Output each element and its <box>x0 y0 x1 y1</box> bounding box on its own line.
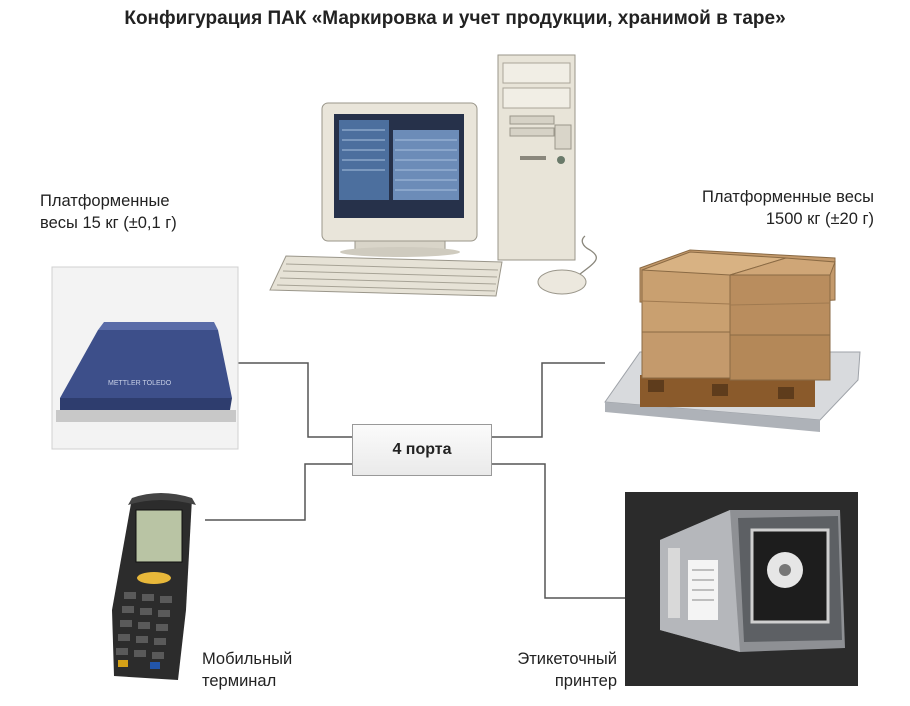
small-scale-image: METTLER TOLEDO <box>51 266 239 450</box>
label-printer-image <box>625 492 858 686</box>
mobile-terminal-label: Мобильный терминал <box>202 648 292 692</box>
small-scale-brand: METTLER TOLEDO <box>108 380 172 387</box>
large-scale-image <box>604 249 861 432</box>
connector-label-printer <box>492 463 625 599</box>
connector-lines <box>205 362 625 599</box>
connector-large-scale <box>492 362 605 438</box>
connector-mobile-terminal <box>205 463 352 521</box>
large-scale-label: Платформенные весы 1500 кг (±20 г) <box>702 186 874 230</box>
label-printer-label-line1: Этикеточный <box>517 650 617 668</box>
large-scale-label-line1: Платформенные весы <box>701 188 874 206</box>
mobile-terminal-label-line2: терминал <box>202 672 277 690</box>
mobile-terminal-label-line1: Мобильный <box>202 650 293 668</box>
label-printer-label: Этикеточный принтер <box>517 648 617 692</box>
small-scale-label: Платформенные весы 15 кг (±0,1 г) <box>40 190 177 234</box>
small-scale-label-line1: Платформенные <box>40 192 170 210</box>
label-printer-label-line2: принтер <box>554 672 617 690</box>
desktop-computer-image <box>269 54 597 297</box>
connector-small-scale <box>238 362 352 438</box>
small-scale-label-line2: весы 15 кг (±0,1 г) <box>40 214 177 232</box>
large-scale-label-line2: 1500 кг (±20 г) <box>765 210 874 228</box>
port-hub-box: 4 порта <box>352 424 492 476</box>
diagram-title: Конфигурация ПАК «Маркировка и учет прод… <box>124 8 786 29</box>
port-hub-label: 4 порта <box>392 441 452 458</box>
mobile-terminal-image <box>112 493 196 680</box>
